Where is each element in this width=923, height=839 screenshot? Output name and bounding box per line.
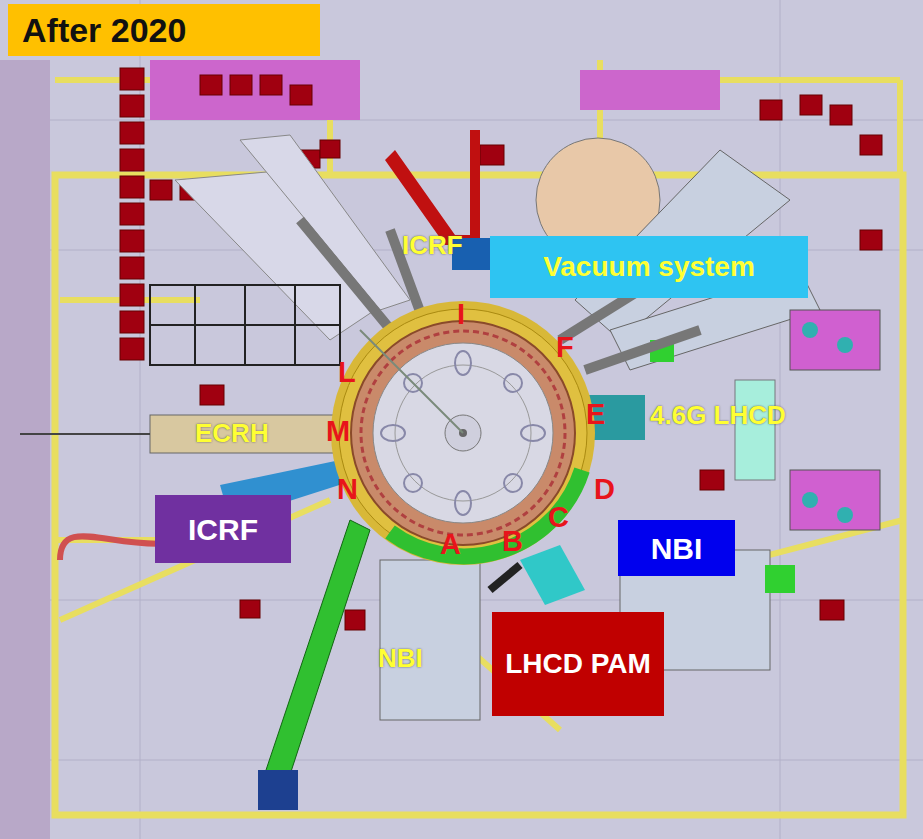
port-letter: N	[337, 475, 358, 504]
title-banner: After 2020	[8, 4, 320, 56]
port-letter: I	[457, 300, 465, 329]
system-box: ICRF	[155, 495, 291, 563]
system-label: LHCD PAM	[505, 649, 651, 680]
port-letter: E	[586, 400, 605, 429]
system-box: NBI	[618, 520, 735, 576]
port-letter: L	[338, 358, 356, 387]
port-letter: D	[594, 475, 615, 504]
system-label: ICRF	[188, 513, 258, 546]
port-letter: F	[556, 333, 574, 362]
system-name: ICRF	[402, 232, 463, 258]
system-box: Vacuum system	[490, 236, 808, 298]
port-letter: A	[440, 530, 461, 559]
title-text: After 2020	[22, 11, 186, 50]
system-name: ECRH	[195, 420, 269, 446]
system-name: NBI	[378, 645, 423, 671]
system-label: NBI	[651, 532, 703, 565]
port-letter: M	[326, 417, 350, 446]
port-letter: B	[502, 527, 523, 556]
system-box: LHCD PAM	[492, 612, 664, 716]
system-label: Vacuum system	[543, 252, 755, 283]
system-name: 4.6G LHCD	[650, 402, 786, 428]
port-letter: C	[548, 503, 569, 532]
